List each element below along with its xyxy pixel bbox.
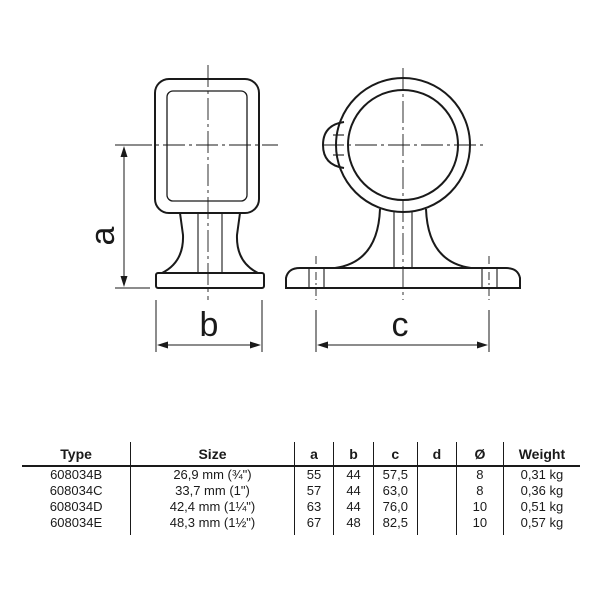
header-d: d [416,442,457,467]
cell-c: 57,5 [372,466,418,483]
dimension-label-a: a [84,226,122,245]
header-c: c [372,442,418,467]
cell-size: 26,9 mm (¾") [130,466,295,483]
cell-a: 57 [293,483,334,499]
table-row: 608034E 48,3 mm (1½") 67 48 82,5 10 0,57… [22,515,580,535]
cell-diameter: 8 [455,466,504,483]
header-diameter: Ø [455,442,504,467]
cell-diameter: 8 [455,483,504,499]
technical-drawing: a b c [84,65,521,352]
specification-table: Type Size a b c d Ø Weight 608034B 26,9 … [22,442,580,535]
header-a: a [293,442,334,467]
cell-b: 44 [333,466,374,483]
cell-a: 55 [293,466,334,483]
header-weight: Weight [502,442,580,467]
dimensions [115,144,490,352]
table-row: 608034B 26,9 mm (¾") 55 44 57,5 8 0,31 k… [22,466,580,483]
cell-b: 48 [333,515,374,535]
dimension-label-b: b [200,306,219,344]
cell-diameter: 10 [455,499,504,515]
cell-d [416,483,457,499]
cell-d [416,515,457,535]
cell-weight: 0,57 kg [502,515,580,535]
cell-d [416,499,457,515]
base-plate [155,272,265,289]
dimension-label-c: c [392,306,409,344]
cell-type: 608034B [50,467,103,482]
side-view [130,65,278,300]
cell-size: 48,3 mm (1½") [130,515,295,535]
header-type: Type [22,442,131,467]
header-b: b [333,442,374,467]
table-row: 608034C 33,7 mm (1") 57 44 63,0 8 0,36 k… [22,483,580,499]
front-base-plate [285,267,521,289]
front-view [285,68,521,300]
header-size: Size [130,442,295,467]
stem [161,212,259,274]
cell-b: 44 [333,483,374,499]
cell-d [416,466,457,483]
cell-a: 63 [293,499,334,515]
cell-type: 608034E [50,515,103,530]
cell-b: 44 [333,499,374,515]
cell-a: 67 [293,515,334,535]
socket-inner [166,90,248,202]
cell-diameter: 10 [455,515,504,535]
cell-c: 82,5 [372,515,418,535]
cell-weight: 0,31 kg [502,466,580,483]
socket-outer [154,78,260,214]
cell-c: 76,0 [372,499,418,515]
cell-weight: 0,51 kg [502,499,580,515]
cell-type: 608034C [49,483,103,498]
cell-size: 33,7 mm (1") [130,483,295,499]
cell-c: 63,0 [372,483,418,499]
table-header-row: Type Size a b c d Ø Weight [22,442,580,467]
cell-weight: 0,36 kg [502,483,580,499]
front-stem [334,208,472,269]
cell-type: 608034D [49,499,103,514]
cell-size: 42,4 mm (1¼") [130,499,295,515]
table-row: 608034D 42,4 mm (1¼") 63 44 76,0 10 0,51… [22,499,580,515]
